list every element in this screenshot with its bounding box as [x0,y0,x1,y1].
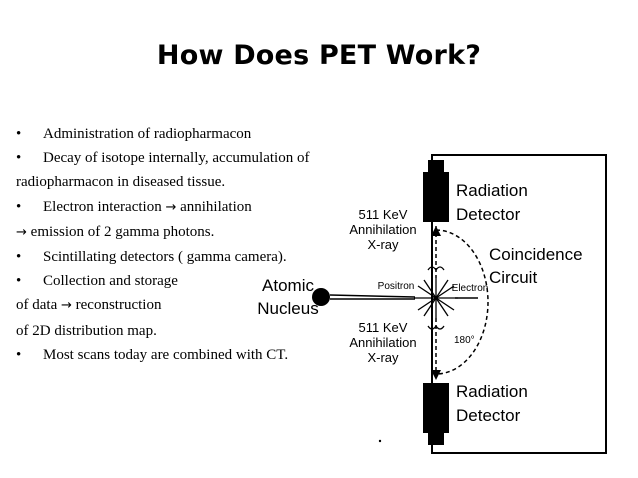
angle-label: 180° [454,335,475,346]
detector-bottom-cap [428,433,444,445]
coincidence-circuit-label: Circuit [489,268,537,287]
detector-bottom-label: Detector [456,406,521,425]
electron-label: Electron [452,283,489,294]
arrow-down-icon [431,370,441,380]
arrow-up-icon [431,226,441,236]
bullet-item: • Collection and storage [16,269,396,293]
bullet-continuation: of 2D distribution map. [16,319,396,343]
bullet-text: emission of 2 gamma photons. [26,223,215,240]
bullet-text: Collection and storage [43,273,178,290]
bullet-marker: • [16,126,22,142]
arrow-right-icon: → [16,224,27,240]
positron-label: Positron [378,281,415,292]
bullet-text: Scintillating detectors ( gamma camera). [43,249,287,266]
bullet-text: of data [16,297,61,314]
bullet-continuation: → emission of 2 gamma photons. [16,220,396,245]
coincidence-circuit-label: Coincidence [489,245,583,264]
arrow-right-icon: → [165,199,177,215]
detector-top-label: Detector [456,205,521,224]
bullet-item: • Electron interaction → annihilation [16,195,396,220]
atomic-nucleus-label: Atomic [262,276,314,295]
bullet-marker: • [16,249,22,266]
bullet-item: • Scintillating detectors ( gamma camera)… [16,245,396,269]
bullet-text: annihilation [176,198,252,215]
atomic-nucleus-dot [312,288,330,306]
bullet-text: of 2D distribution map. [16,322,157,339]
bullet-list: • Administration of radiopharmacon • Decay… [16,122,396,367]
bullet-marker: • [16,150,22,167]
detector-bottom-icon [423,383,449,433]
dashed-arc-top [435,229,489,303]
bullet-text: Administration of radiopharmacon [43,126,252,142]
slide-title: How Does PET Work? [156,40,482,71]
bullet-item: • Decay of isotope internally, accumulati… [16,146,396,170]
bullet-item: • Administration of radiopharmacon [16,122,396,146]
bullet-marker: • [16,198,22,215]
dashed-arc-bottom [435,301,489,375]
detector-bottom-label: Radiation [456,382,528,401]
bullet-item: • Most scans today are combined with CT. [16,343,396,367]
xray-bottom-label: 511 KeV [359,320,408,335]
detector-top-label: Radiation [456,181,528,200]
atomic-nucleus-label: Nucleus [257,299,318,318]
arrow-right-icon: → [60,298,72,314]
bullet-marker: • [16,273,22,290]
bullet-continuation: of data → reconstruction [16,293,396,318]
positron-track [329,294,416,298]
annihilation-burst-icon [414,266,458,330]
detector-top-cap [428,160,444,172]
detector-top-icon [423,172,449,222]
bullet-continuation: radiopharmacon in diseased tissue. [16,170,396,194]
bullet-text: Most scans today are combined with CT. [43,346,289,363]
xray-bottom-label: Annihilation [349,335,416,350]
bullet-text: Decay of isotope internally, accumulatio… [43,150,310,167]
stray-dot [378,439,382,443]
xray-top-label: Annihilation [349,222,416,237]
xray-bottom-label: X-ray [367,350,399,365]
bullet-text: Electron interaction [43,198,166,215]
xray-top-label: 511 KeV [359,207,408,222]
bullet-text: reconstruction [71,297,162,314]
bullet-marker: • [16,346,22,363]
bullet-text: radiopharmacon in diseased tissue. [16,174,226,191]
xray-top-label: X-ray [367,237,399,252]
